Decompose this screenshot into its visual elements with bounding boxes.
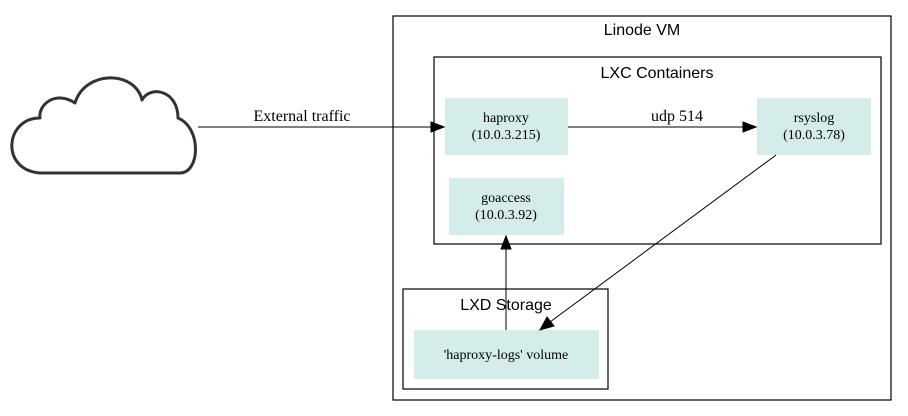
edge-volume-to-goaccess <box>500 234 512 330</box>
cloud-icon <box>10 76 197 175</box>
haproxy-node: haproxy (10.0.3.215) <box>445 98 568 155</box>
goaccess-node-box <box>449 178 564 235</box>
haproxy-logs-volume-box <box>414 330 599 379</box>
linode-vm-border <box>392 15 892 401</box>
edge-external-traffic: External traffic <box>198 108 446 133</box>
goaccess-node-ip: (10.0.3.92) <box>475 208 537 223</box>
edge-udp-514-arrowhead <box>742 121 758 133</box>
edge-external-traffic-label: External traffic <box>254 108 351 125</box>
haproxy-node-ip: (10.0.3.215) <box>472 128 541 143</box>
edge-rsyslog-to-volume-line <box>549 154 777 323</box>
edge-rsyslog-to-volume <box>538 154 777 331</box>
rsyslog-node-box <box>757 98 871 155</box>
haproxy-node-box <box>445 98 568 155</box>
goaccess-node: goaccess (10.0.3.92) <box>449 178 564 235</box>
lxc-containers-border <box>433 56 882 245</box>
edge-udp-514-label: udp 514 <box>651 108 703 125</box>
goaccess-node-name: goaccess <box>481 191 531 206</box>
linode-vm-label: Linode VM <box>604 22 681 39</box>
edge-volume-to-goaccess-arrowhead <box>500 234 512 250</box>
edge-external-traffic-arrowhead <box>430 121 446 133</box>
linode-vm-cluster: Linode VM <box>392 15 892 401</box>
haproxy-node-name: haproxy <box>483 111 529 126</box>
haproxy-logs-volume-label: 'haproxy-logs' volume <box>444 348 568 363</box>
rsyslog-node: rsyslog (10.0.3.78) <box>757 98 871 155</box>
haproxy-logs-volume-node: 'haproxy-logs' volume <box>414 330 599 379</box>
rsyslog-node-name: rsyslog <box>794 111 834 126</box>
lxc-containers-cluster: LXC Containers <box>433 56 882 245</box>
edge-rsyslog-to-volume-arrowhead <box>538 316 555 331</box>
edge-udp-514: udp 514 <box>568 108 758 133</box>
rsyslog-node-ip: (10.0.3.78) <box>783 128 845 143</box>
lxc-containers-label: LXC Containers <box>601 65 714 82</box>
